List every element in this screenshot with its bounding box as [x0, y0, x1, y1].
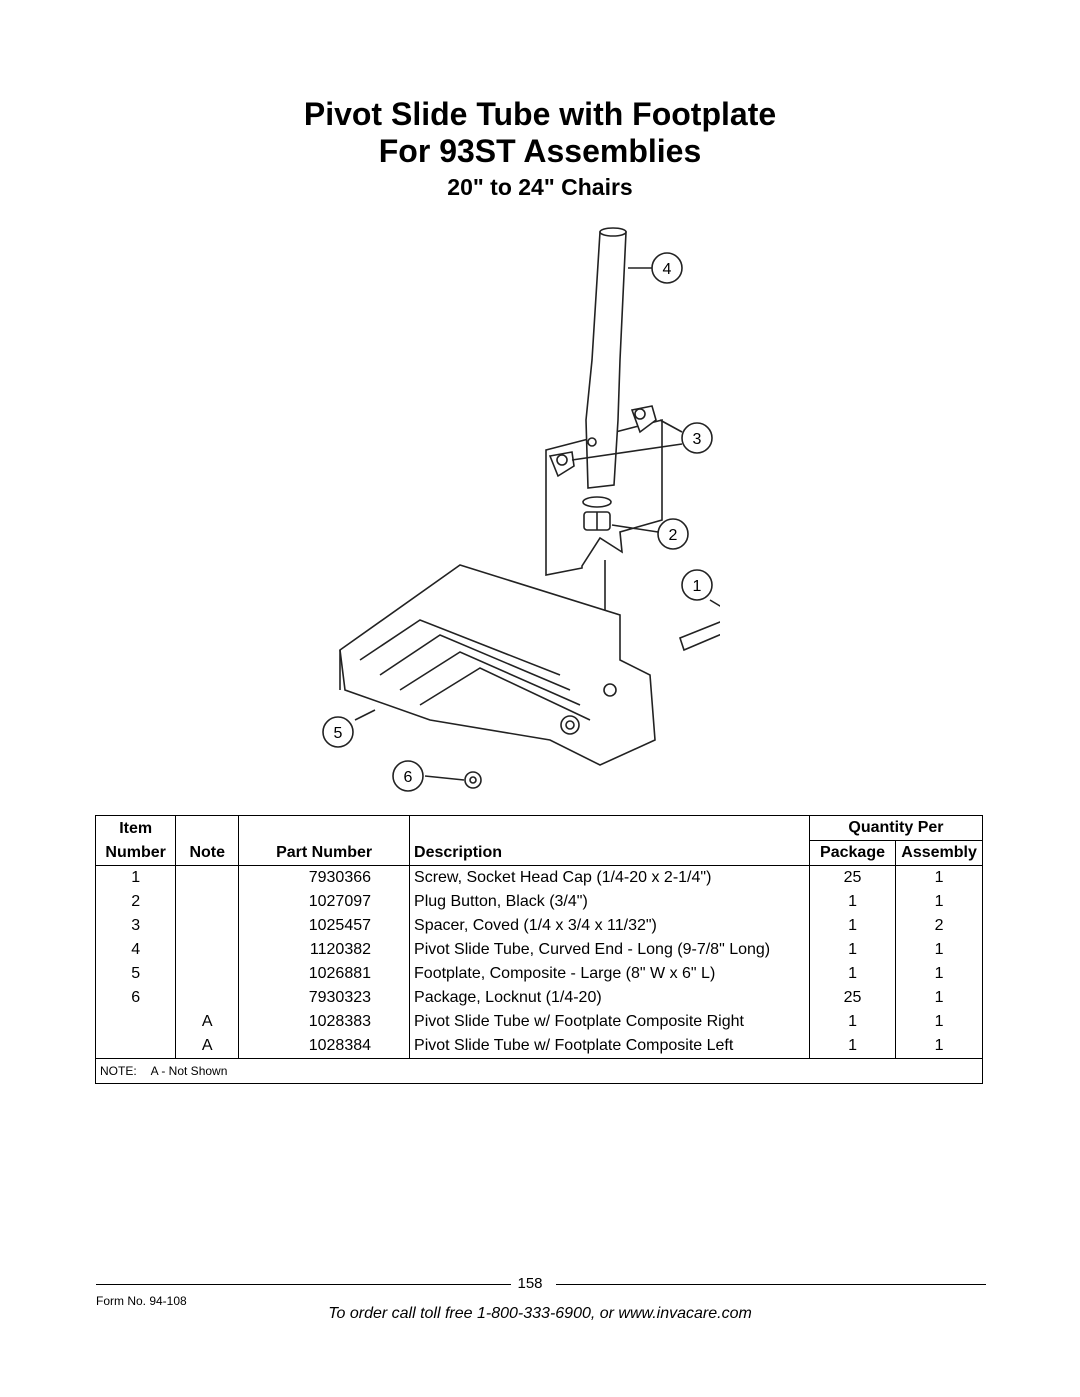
cell-description: Pivot Slide Tube, Curved End - Long (9-7…: [409, 938, 810, 962]
footplate: [339, 564, 656, 766]
note-row: NOTE: A - Not Shown: [95, 1058, 983, 1084]
pivot-tube: [585, 231, 627, 489]
header-quantity-per: Quantity Per: [809, 815, 984, 841]
cell-assembly: 1: [895, 962, 983, 986]
note-label: NOTE:: [100, 1064, 137, 1078]
callout-6: 6: [404, 769, 413, 786]
callout-3: 3: [693, 431, 702, 448]
cell-description: Pivot Slide Tube w/ Footplate Composite …: [409, 1034, 810, 1059]
footer-rule-right: [556, 1284, 986, 1285]
cell-note: [175, 890, 240, 914]
cell-assembly: 2: [895, 914, 983, 938]
parts-diagram: 4 3 2 1 5 6: [322, 227, 720, 792]
cell-item: 3: [94, 914, 177, 938]
cell-description: Spacer, Coved (1/4 x 3/4 x 11/32"): [409, 914, 810, 938]
cell-item: 6: [94, 986, 177, 1010]
cell-item: [94, 1010, 177, 1034]
cell-note: [175, 914, 240, 938]
cell-package: 1: [809, 962, 897, 986]
header-item-number: Number: [94, 840, 177, 866]
footer-rule-left: [96, 1284, 511, 1285]
cell-item: 4: [94, 938, 177, 962]
page-number: 158: [517, 1275, 543, 1292]
cell-description: Pivot Slide Tube w/ Footplate Composite …: [409, 1010, 810, 1034]
header-description: Description: [409, 840, 810, 866]
header-note: Note: [175, 840, 240, 866]
header-row-bottom: Number Note Part Number Description Pack…: [94, 840, 983, 866]
order-info: To order call toll free 1-800-333-6900, …: [328, 1305, 752, 1322]
callout-4: 4: [663, 261, 672, 278]
note-text: A - Not Shown: [150, 1064, 228, 1078]
cell-package: 1: [809, 938, 897, 962]
cell-item: 2: [94, 890, 177, 914]
callouts: 4 3 2 1 5 6: [322, 252, 713, 792]
cell-assembly: 1: [895, 890, 983, 914]
cell-assembly: 1: [895, 1010, 983, 1034]
cell-note: A: [175, 1010, 240, 1034]
cell-assembly: 1: [895, 938, 983, 962]
cell-item: 1: [94, 865, 177, 890]
cell-part-number: 1026881: [238, 962, 411, 986]
cell-note: [175, 962, 240, 986]
cell-assembly: 1: [895, 1034, 983, 1059]
cell-part-number: 1027097: [238, 890, 411, 914]
cell-part-number: 7930366: [238, 865, 411, 890]
cell-item: [94, 1034, 177, 1059]
title-line-1: Pivot Slide Tube with Footplate: [303, 96, 777, 132]
cell-part-number: 1028384: [238, 1034, 411, 1059]
title-line-3: 20" to 24" Chairs: [447, 174, 633, 200]
cell-item: 5: [94, 962, 177, 986]
cell-part-number: 1120382: [238, 938, 411, 962]
cell-note: [175, 865, 240, 890]
header-item-top: Item: [94, 815, 177, 841]
cell-description: Plug Button, Black (3/4"): [409, 890, 810, 914]
cell-package: 1: [809, 1010, 897, 1034]
callout-5: 5: [334, 725, 343, 742]
cell-note: [175, 986, 240, 1010]
cell-assembly: 1: [895, 986, 983, 1010]
header-assembly: Assembly: [895, 840, 983, 866]
cell-package: 1: [809, 1034, 897, 1059]
cell-part-number: 1025457: [238, 914, 411, 938]
header-row-top: Item Quantity Per: [94, 815, 984, 841]
header-part-number: Part Number: [238, 840, 411, 866]
parts-table: Item Quantity Per Number Note Part Numbe…: [94, 815, 984, 1084]
header-package: Package: [809, 840, 897, 866]
cell-assembly: 1: [895, 865, 983, 890]
cell-package: 1: [809, 914, 897, 938]
cell-description: Package, Locknut (1/4-20): [409, 986, 810, 1010]
cell-note: A: [175, 1034, 240, 1059]
cell-package: 25: [809, 986, 897, 1010]
cell-description: Footplate, Composite - Large (8" W x 6" …: [409, 962, 810, 986]
title-line-2: For 93ST Assemblies: [378, 133, 702, 169]
cell-package: 25: [809, 865, 897, 890]
cell-part-number: 1028383: [238, 1010, 411, 1034]
cell-note: [175, 938, 240, 962]
cell-part-number: 7930323: [238, 986, 411, 1010]
form-number: Form No. 94-108: [96, 1294, 187, 1308]
callout-2: 2: [669, 527, 678, 544]
callout-1: 1: [693, 578, 702, 595]
cell-description: Screw, Socket Head Cap (1/4-20 x 2-1/4"): [409, 865, 810, 890]
cell-package: 1: [809, 890, 897, 914]
